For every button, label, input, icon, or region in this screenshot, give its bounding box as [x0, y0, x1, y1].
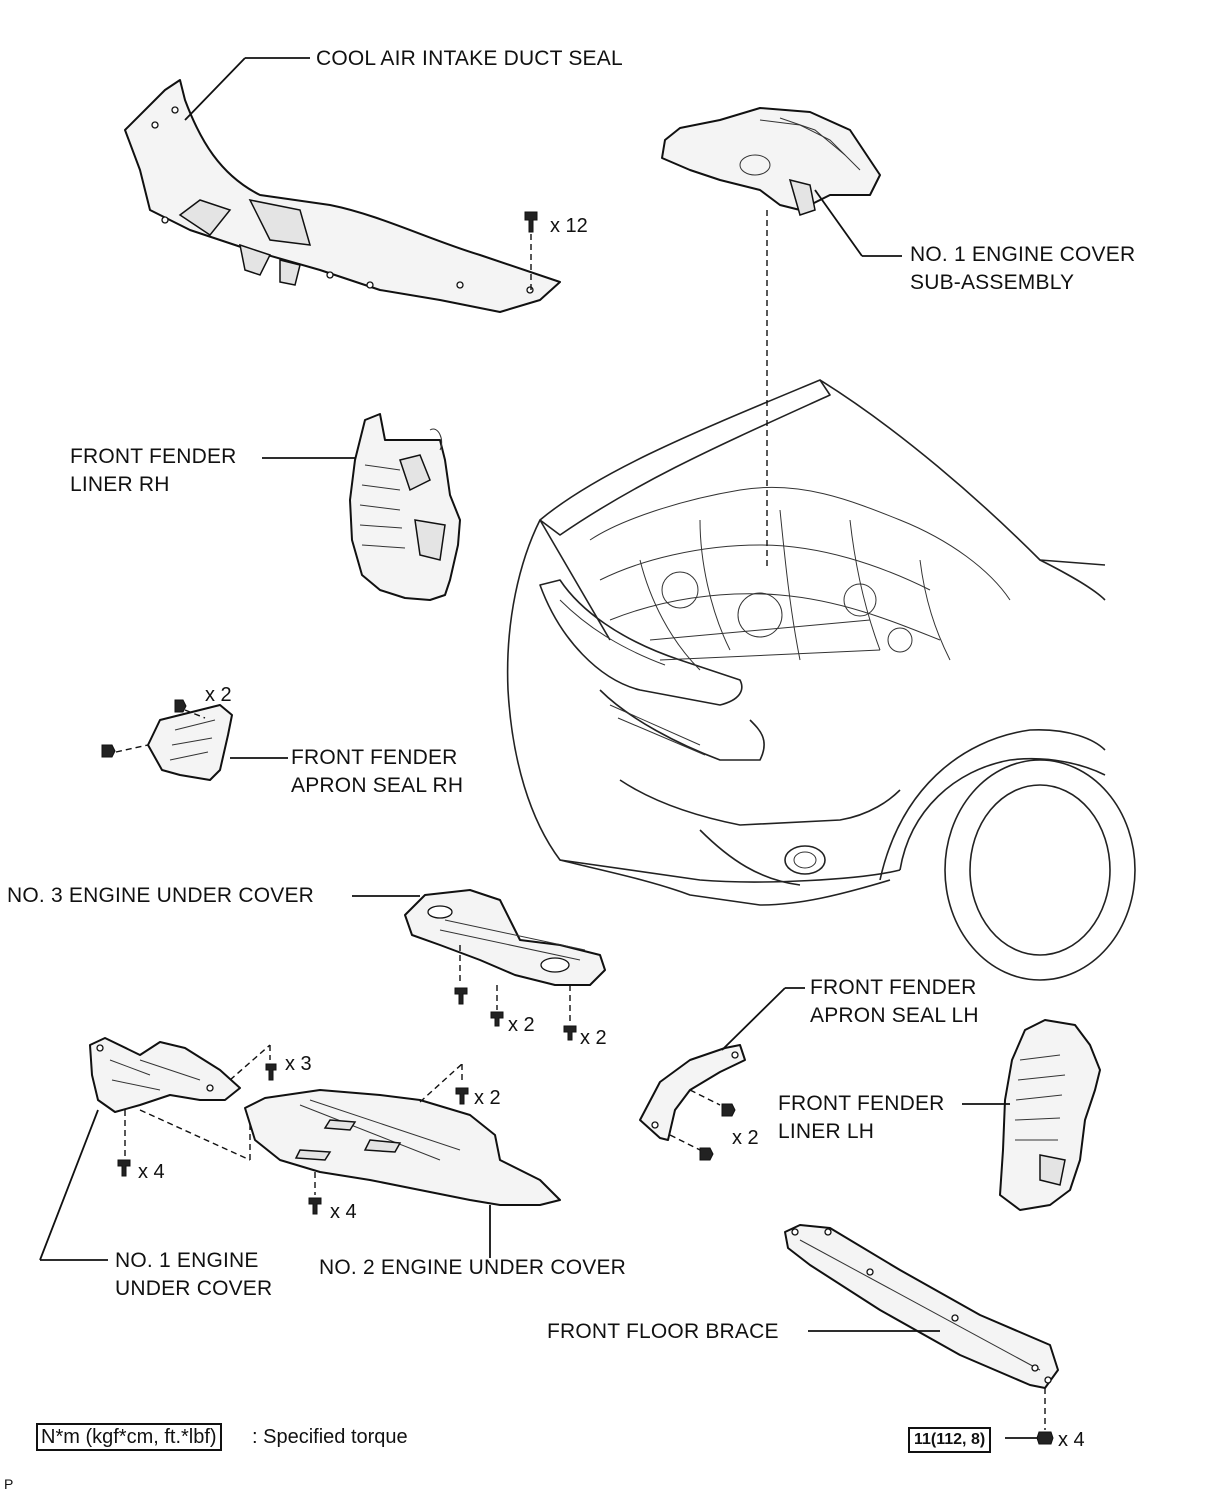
front-floor-brace-part: [784, 1224, 1059, 1445]
no2-engine-under-cover-label: NO. 2 ENGINE UNDER COVER: [319, 1256, 627, 1279]
no1-engine-cover-label-line1: NO. 1 ENGINE COVER: [910, 243, 1136, 266]
front-fender-apron-seal-lh-label-line1: FRONT FENDER: [810, 976, 977, 999]
no3-cover-bolt-qty-a: x 2: [508, 1014, 535, 1036]
no1-engine-cover-part: [661, 107, 902, 570]
no2-under-cover-clip-qty-top: x 2: [474, 1087, 501, 1109]
no1-engine-under-cover-label-line2: UNDER COVER: [115, 1277, 273, 1300]
no2-under-cover-clip-qty-bottom: x 4: [330, 1201, 357, 1223]
no2-engine-under-cover-part: [244, 1063, 561, 1258]
no3-cover-bolt-qty-b: x 2: [580, 1027, 607, 1049]
cool-air-intake-duct-seal-part: [124, 57, 561, 313]
front-fender-apron-seal-lh-label-line2: APRON SEAL LH: [810, 1004, 979, 1027]
no1-engine-cover-label-line2: SUB-ASSEMBLY: [910, 271, 1075, 294]
front-fender-apron-seal-rh-part: [101, 699, 288, 781]
no1-under-cover-clip-qty-top: x 3: [285, 1053, 312, 1075]
front-fender-liner-lh-label-line1: FRONT FENDER: [778, 1092, 945, 1115]
torque-legend-description: : Specified torque: [252, 1426, 408, 1448]
no3-engine-under-cover-label: NO. 3 ENGINE UNDER COVER: [7, 884, 315, 907]
duct-seal-clip-qty: x 12: [550, 215, 588, 237]
front-fender-liner-lh-label-line2: LINER LH: [778, 1120, 875, 1143]
vehicle-front-illustration: [506, 379, 1136, 981]
cool-air-intake-duct-seal-label: COOL AIR INTAKE DUCT SEAL: [316, 47, 623, 70]
no1-engine-under-cover-part: [39, 1037, 277, 1261]
front-fender-liner-rh-label-line2: LINER RH: [70, 473, 170, 496]
front-fender-liner-rh-label-line1: FRONT FENDER: [70, 445, 237, 468]
front-floor-brace-label: FRONT FLOOR BRACE: [547, 1320, 779, 1343]
front-fender-apron-seal-rh-label-line1: FRONT FENDER: [291, 746, 458, 769]
apron-seal-rh-clip-qty: x 2: [205, 684, 232, 706]
no1-engine-under-cover-label-line1: NO. 1 ENGINE: [115, 1249, 259, 1272]
no1-under-cover-clip-qty-bottom: x 4: [138, 1161, 165, 1183]
front-fender-apron-seal-lh-part: [639, 987, 805, 1161]
no3-engine-under-cover-part: [352, 889, 606, 1041]
torque-legend-box: N*m (kgf*cm, ft.*lbf): [36, 1423, 222, 1451]
front-fender-apron-seal-rh-label-line2: APRON SEAL RH: [291, 774, 464, 797]
front-fender-liner-rh-part: [262, 413, 461, 601]
front-fender-liner-lh-part: [962, 1019, 1101, 1211]
floor-brace-nut-qty: x 4: [1058, 1429, 1085, 1451]
floor-brace-torque-box: 11(112, 8): [908, 1427, 992, 1453]
figure-code: P: [4, 1476, 14, 1492]
apron-seal-lh-clip-qty: x 2: [732, 1127, 759, 1149]
